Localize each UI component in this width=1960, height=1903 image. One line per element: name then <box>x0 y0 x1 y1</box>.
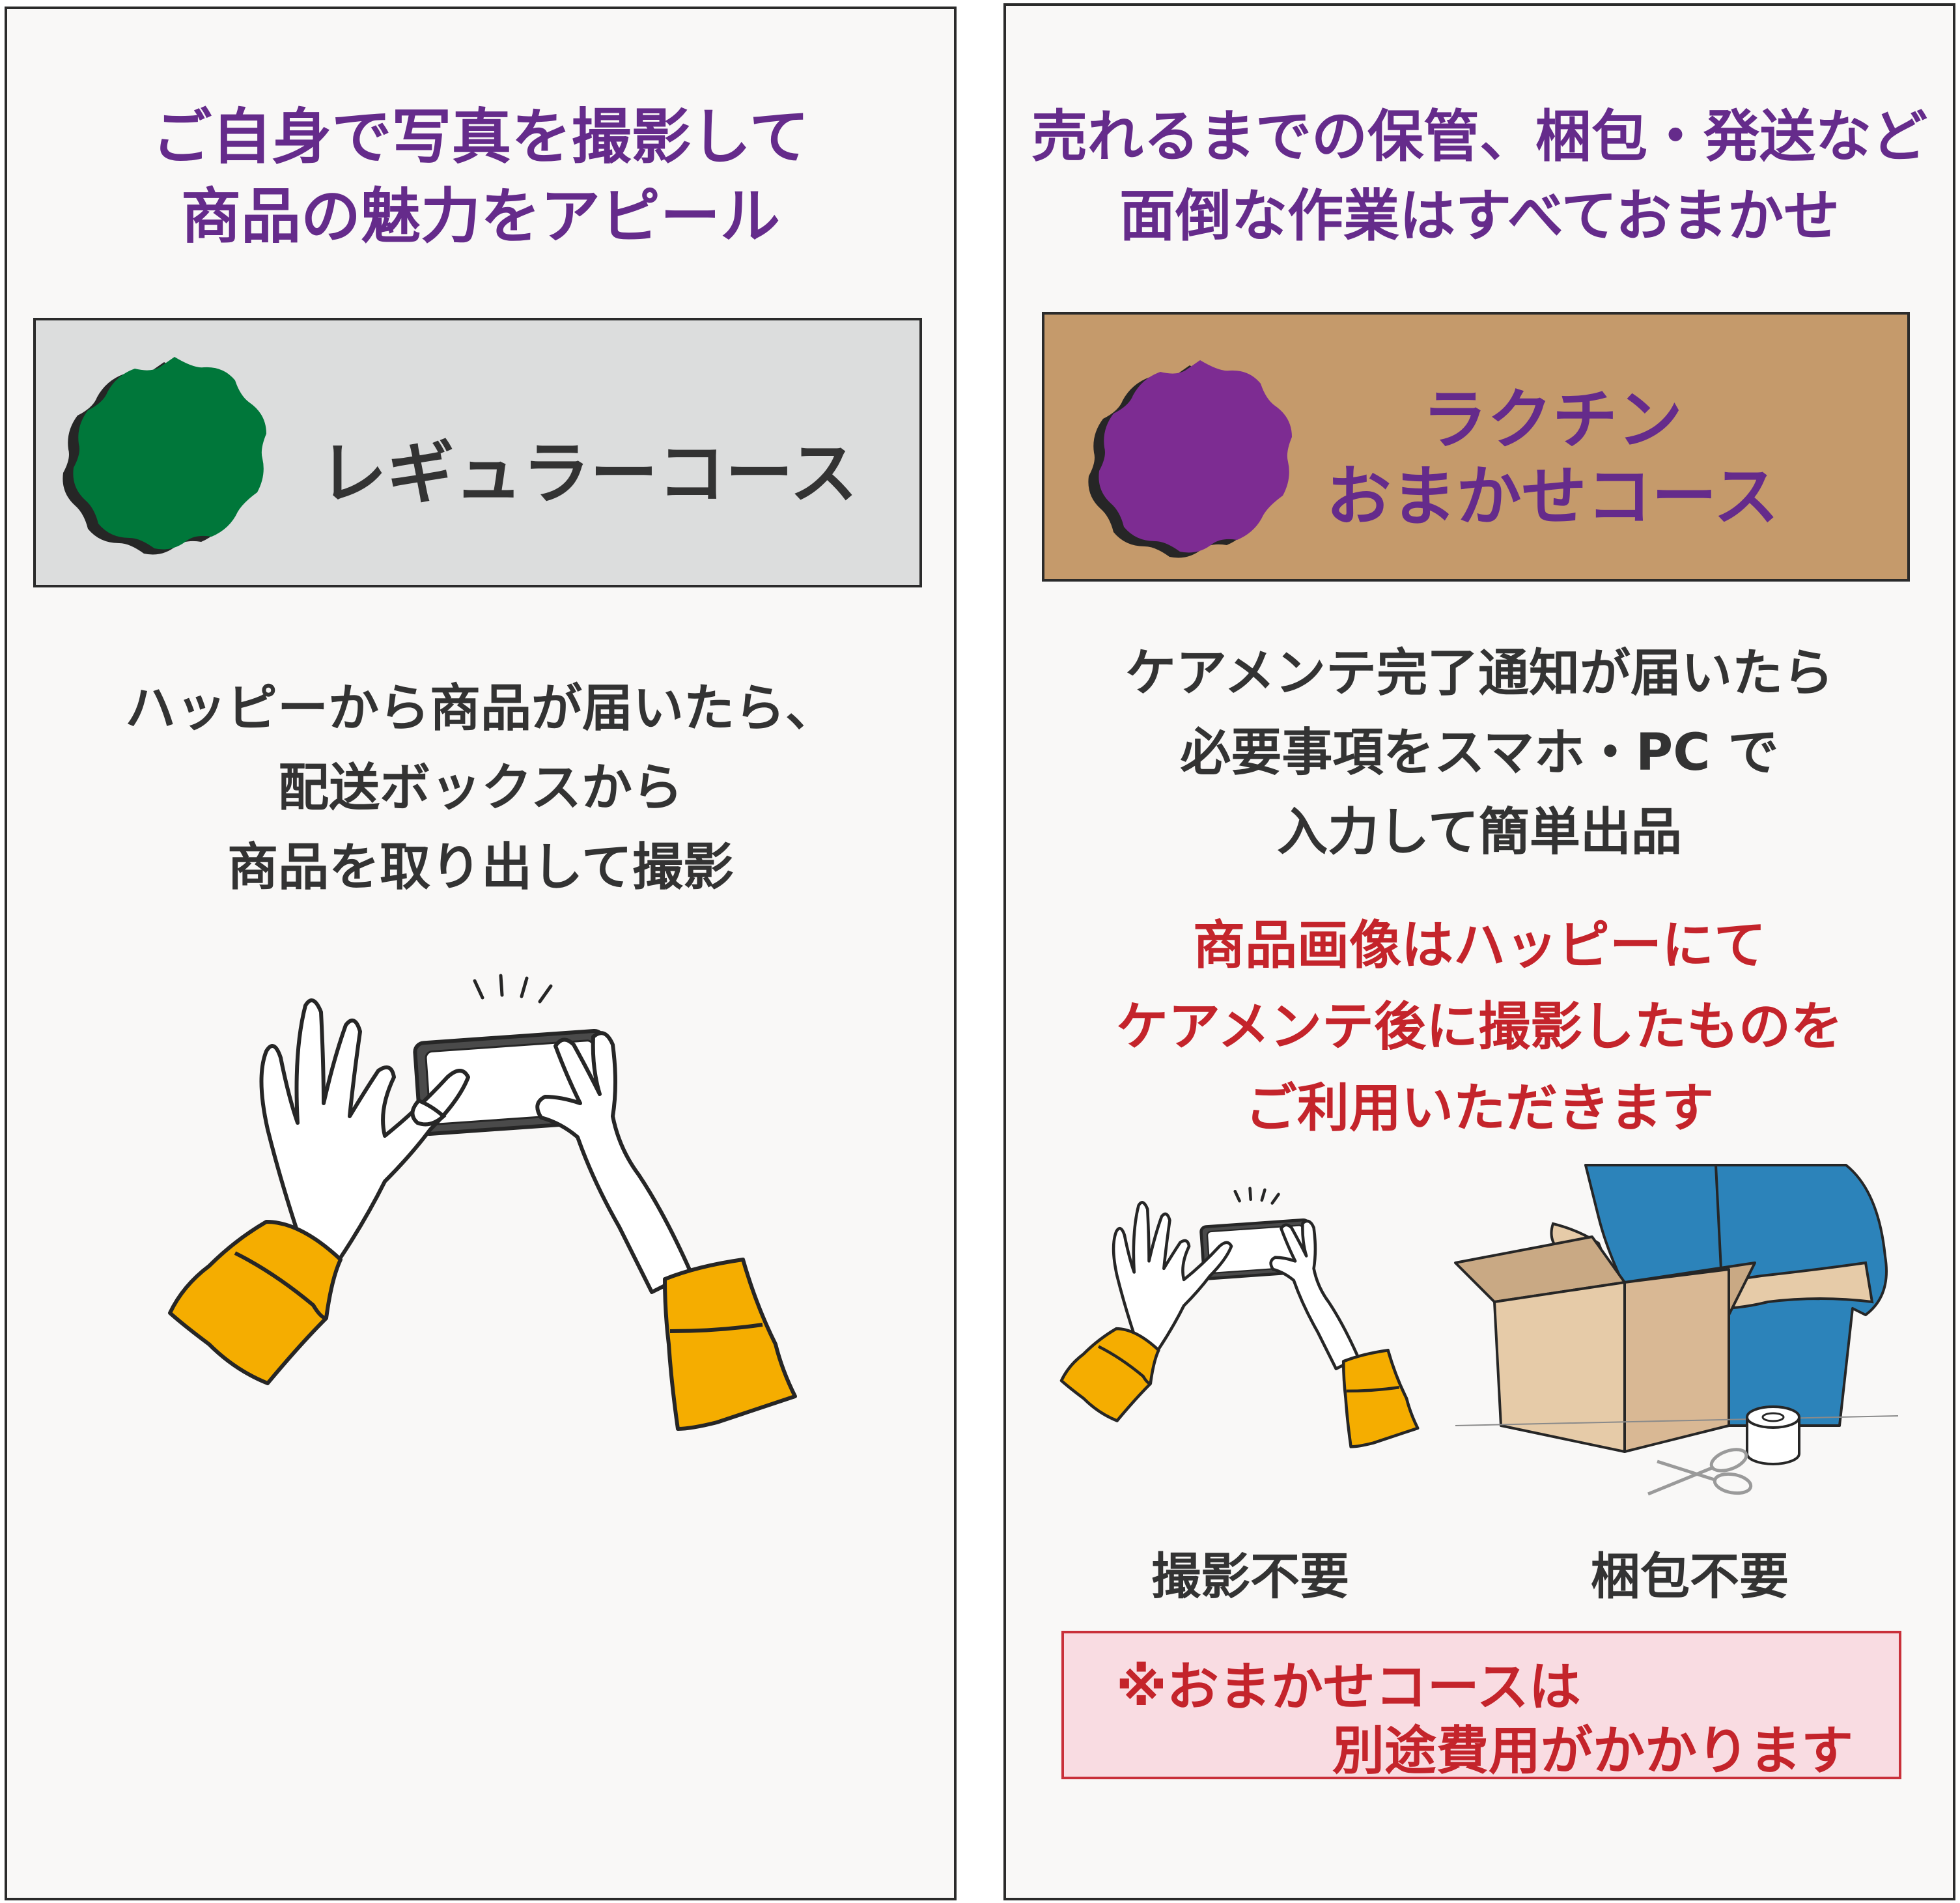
notice-line-1: 商品画像はハッピーにて <box>1193 915 1766 976</box>
omakase-course-panel: 売れるまでの保管、梱包・発送など 面倒な作業はすべておまかせ ラクチン おまかせ… <box>1003 3 1955 1900</box>
person-packing-box-icon <box>1454 1164 1899 1453</box>
scalloped-badge-icon <box>63 357 266 555</box>
omakase-course-label-line-2: おまかせコース <box>1326 458 1779 535</box>
regular-desc-line-3: 商品を取り出して撮影 <box>227 838 734 897</box>
omakase-course-label-line-1: ラクチン <box>1422 382 1683 458</box>
fee-note-box: ※おまかせコースは 別途費用がかかります <box>1061 1631 1901 1781</box>
omakase-heading-line-1: 売れるまでの保管、梱包・発送など <box>1031 104 1927 169</box>
notice-line-3: ご利用いただきます <box>1245 1078 1714 1138</box>
omakase-course-banner: ラクチン おまかせコース <box>1042 312 1910 582</box>
regular-heading-line-1: ご自身で写真を撮影して <box>152 102 809 172</box>
caption-no-photo: 撮影不要 <box>1151 1547 1349 1605</box>
omakase-desc-line-2: 必要事項をスマホ・PC で <box>1180 724 1779 782</box>
notice-line-2: ケアメンテ後に撮影したものを <box>1116 996 1843 1057</box>
tape-roll-icon <box>1746 1405 1800 1465</box>
regular-heading-line-2: 商品の魅力をアピール <box>180 182 780 251</box>
regular-desc-line-2: 配送ボックスから <box>278 759 683 817</box>
caption-no-packing: 梱包不要 <box>1591 1547 1789 1605</box>
omakase-heading-line-2: 面倒な作業はすべておまかせ <box>1119 184 1840 249</box>
hands-smartphone-icon <box>168 974 797 1431</box>
omakase-desc-line-1: ケアメンテ完了通知が届いたら <box>1125 644 1834 703</box>
scalloped-badge-icon <box>1088 360 1292 558</box>
regular-desc-line-1: ハッピーから商品が届いたら、 <box>124 679 836 738</box>
fee-note-line-1: ※おまかせコースは <box>1116 1657 1581 1717</box>
regular-course-panel: ご自身で写真を撮影して 商品の魅力をアピール レギュラーコース ハッピーから商品… <box>5 7 957 1900</box>
regular-course-banner: レギュラーコース <box>33 318 922 587</box>
scissors-icon <box>1647 1448 1753 1496</box>
fee-note-line-2: 別途費用がかかります <box>1332 1721 1853 1781</box>
omakase-desc-line-3: 入力して簡単出品 <box>1277 803 1682 862</box>
regular-course-label: レギュラーコース <box>319 434 858 513</box>
hands-smartphone-icon <box>1059 1187 1420 1448</box>
